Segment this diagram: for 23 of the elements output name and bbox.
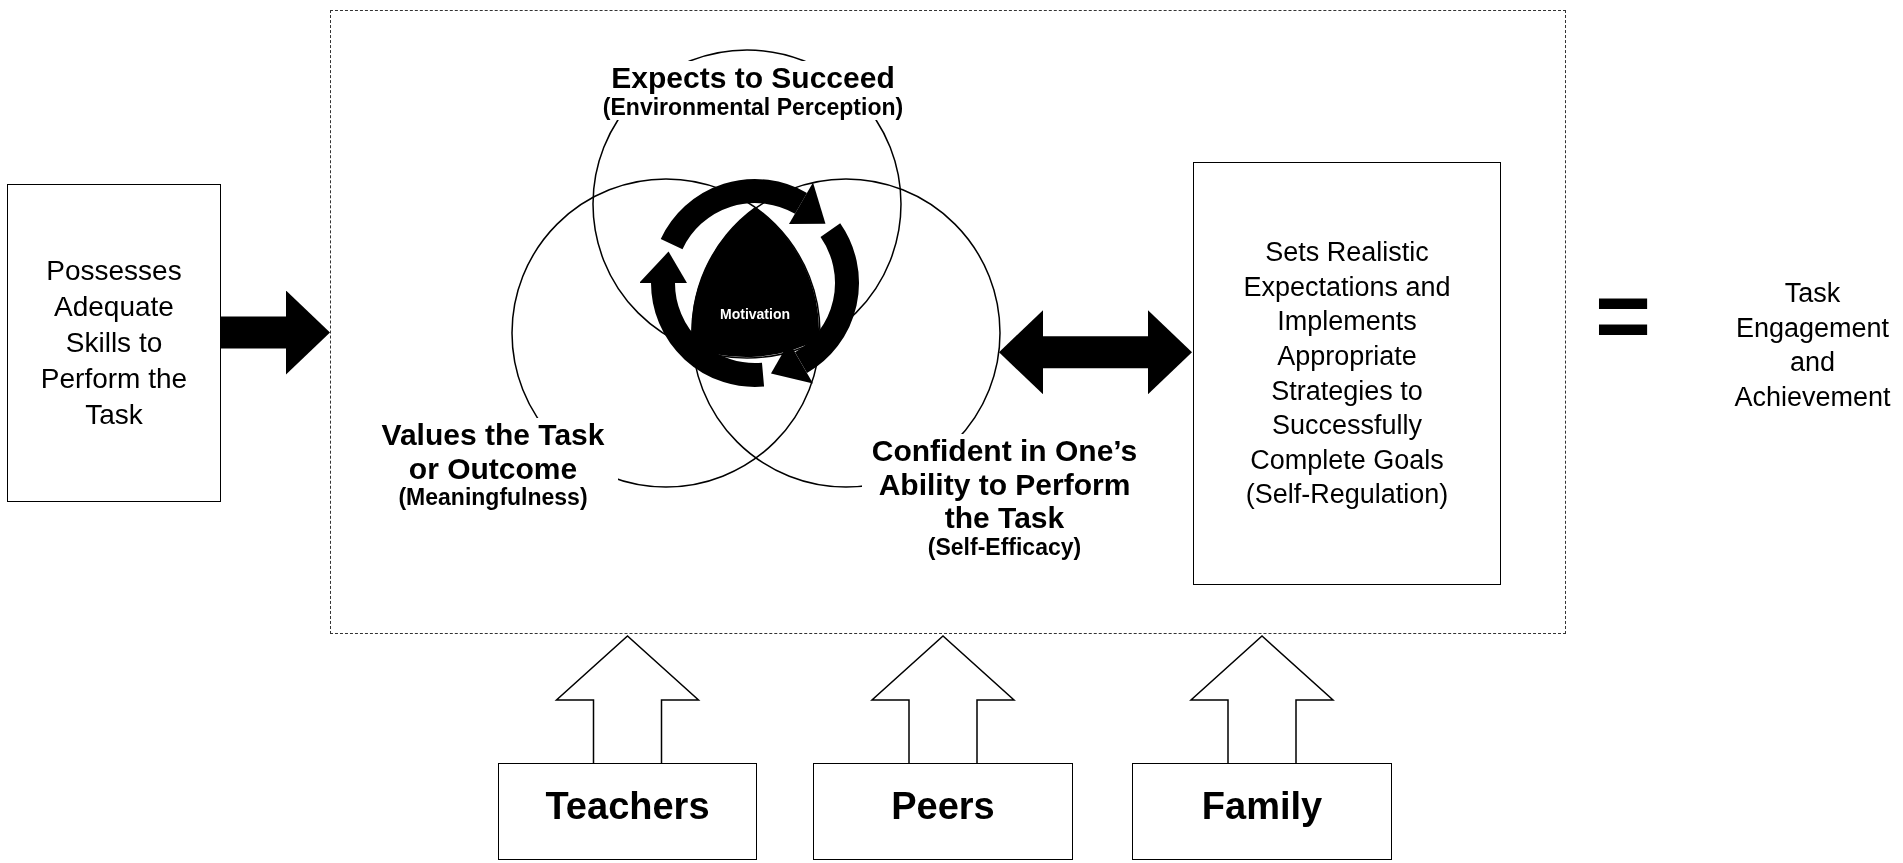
influence-box bbox=[813, 763, 1073, 860]
hollow-block-arrow bbox=[1189, 635, 1335, 764]
process-box bbox=[1193, 162, 1501, 585]
box-text: Possesses Adequate Skills to Perform the Task bbox=[39, 254, 189, 432]
influence-label: Peers bbox=[891, 785, 995, 828]
equals-sign: = bbox=[1593, 268, 1653, 364]
influence-label: Teachers bbox=[545, 785, 710, 828]
circle-heading: Expects to Succeed bbox=[611, 61, 895, 95]
outcome-text: Task Engagement and Achievement bbox=[1733, 277, 1892, 414]
hollow-block-arrow bbox=[870, 635, 1016, 764]
circle-subheading: (Self-Efficacy) bbox=[927, 534, 1082, 561]
dashed-frame bbox=[330, 10, 1566, 634]
circle-subheading: (Environmental Perception) bbox=[602, 94, 904, 121]
circle-subheading: (Meaningfulness) bbox=[398, 485, 588, 511]
process-box bbox=[7, 184, 221, 502]
double-arrow bbox=[999, 310, 1192, 395]
block-arrow bbox=[221, 290, 330, 375]
influence-box bbox=[1132, 763, 1392, 860]
influence-box bbox=[498, 763, 757, 860]
hollow-block-arrow bbox=[554, 635, 701, 764]
box-text: Sets Realistic Expectations and Implements Appropriate Strategies to Successfully Complete Goals (Self-Regulation) bbox=[1242, 236, 1452, 512]
motivation-label: Motivation bbox=[719, 306, 791, 322]
influence-label: Family bbox=[1201, 785, 1323, 828]
